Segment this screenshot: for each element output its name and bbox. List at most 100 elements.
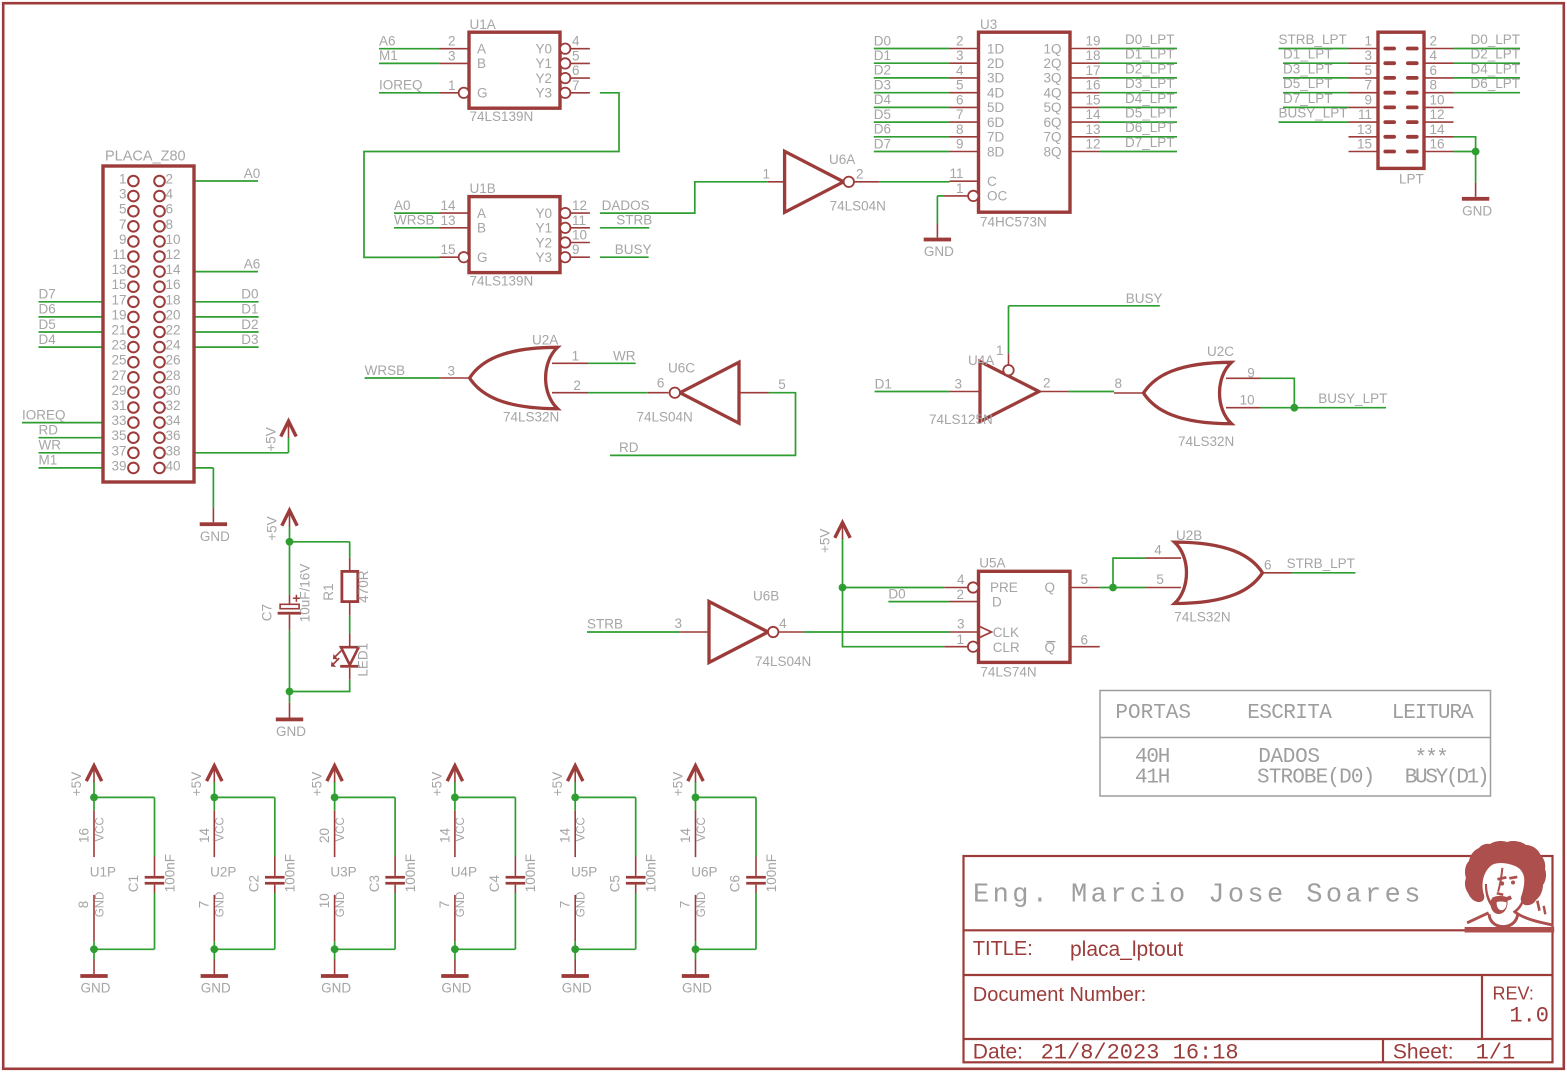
- svg-text:D4: D4: [874, 92, 892, 107]
- svg-text:8: 8: [1114, 376, 1122, 391]
- svg-text:41H: 41H: [1135, 767, 1170, 790]
- svg-text:40: 40: [166, 458, 181, 473]
- svg-text:12: 12: [572, 198, 587, 213]
- svg-text:VCC: VCC: [696, 817, 708, 841]
- svg-text:Y0: Y0: [535, 206, 552, 221]
- svg-text:36: 36: [166, 428, 181, 443]
- svg-text:Eng. Marcio Jose Soares: Eng. Marcio Jose Soares: [973, 881, 1424, 911]
- svg-text:D2_LPT: D2_LPT: [1125, 61, 1175, 76]
- svg-text:12: 12: [1430, 107, 1445, 122]
- svg-text:STROBE(D0): STROBE(D0): [1257, 767, 1375, 790]
- svg-text:22: 22: [166, 323, 181, 338]
- svg-text:14: 14: [678, 827, 693, 843]
- svg-text:4: 4: [779, 616, 787, 631]
- svg-text:BUSY(D1): BUSY(D1): [1405, 767, 1490, 790]
- svg-text:34: 34: [166, 413, 182, 428]
- svg-text:100nF: 100nF: [764, 854, 779, 892]
- svg-text:U6A: U6A: [829, 152, 855, 167]
- svg-text:20: 20: [166, 307, 181, 322]
- svg-text:6: 6: [1430, 63, 1438, 78]
- svg-text:2: 2: [448, 34, 456, 49]
- svg-text:17: 17: [111, 292, 126, 307]
- svg-text:M1: M1: [39, 453, 58, 468]
- svg-text:3: 3: [119, 187, 127, 202]
- svg-text:11: 11: [1358, 107, 1372, 122]
- svg-text:5: 5: [1156, 572, 1164, 587]
- svg-text:GND: GND: [94, 892, 106, 918]
- svg-text:D1: D1: [241, 302, 258, 317]
- svg-text:CLR: CLR: [993, 640, 1020, 655]
- svg-text:4: 4: [166, 187, 174, 202]
- svg-text:2: 2: [856, 167, 864, 182]
- svg-text:D7_LPT: D7_LPT: [1283, 91, 1333, 106]
- svg-text:11: 11: [949, 166, 963, 181]
- svg-text:GND: GND: [200, 529, 230, 544]
- svg-text:Y3: Y3: [535, 86, 552, 101]
- svg-text:35: 35: [111, 428, 126, 443]
- svg-text:1D: 1D: [987, 41, 1005, 56]
- svg-text:3D: 3D: [987, 71, 1005, 86]
- svg-text:5: 5: [778, 377, 786, 392]
- svg-text:1: 1: [448, 78, 456, 93]
- svg-text:WRSB: WRSB: [365, 363, 406, 378]
- svg-text:21: 21: [111, 323, 126, 338]
- svg-text:16: 16: [166, 277, 181, 292]
- svg-text:U1P: U1P: [90, 865, 116, 880]
- svg-text:U3P: U3P: [330, 865, 356, 880]
- svg-text:39: 39: [111, 458, 126, 473]
- svg-text:7: 7: [956, 107, 964, 122]
- svg-text:placa_lptout: placa_lptout: [1070, 938, 1183, 961]
- svg-text:13: 13: [1086, 122, 1101, 137]
- svg-text:15: 15: [440, 242, 455, 257]
- svg-text:+5V: +5V: [69, 772, 84, 796]
- svg-text:4D: 4D: [987, 86, 1005, 101]
- svg-text:4: 4: [957, 572, 965, 587]
- svg-text:1: 1: [572, 349, 580, 364]
- svg-text:2D: 2D: [987, 56, 1005, 71]
- svg-text:U3: U3: [980, 17, 997, 32]
- svg-text:8: 8: [76, 901, 91, 909]
- svg-text:D0: D0: [874, 33, 891, 48]
- svg-text:5: 5: [1080, 572, 1088, 587]
- svg-text:15: 15: [1357, 137, 1372, 152]
- svg-text:G: G: [477, 250, 488, 265]
- svg-text:10uF/16V: 10uF/16V: [297, 564, 312, 623]
- svg-text:18: 18: [166, 292, 181, 307]
- svg-text:+5V: +5V: [263, 427, 278, 451]
- svg-text:D2_LPT: D2_LPT: [1470, 47, 1520, 62]
- svg-text:CLK: CLK: [993, 625, 1019, 640]
- svg-text:6: 6: [956, 92, 964, 107]
- svg-text:Y2: Y2: [535, 235, 552, 250]
- svg-text:PRE: PRE: [990, 580, 1018, 595]
- svg-text:7: 7: [119, 217, 127, 232]
- svg-text:100nF: 100nF: [162, 854, 177, 892]
- svg-text:3Q: 3Q: [1043, 71, 1061, 86]
- svg-text:74LS139N: 74LS139N: [470, 109, 534, 124]
- svg-text:7: 7: [572, 78, 580, 93]
- svg-text:Document Number:: Document Number:: [973, 984, 1146, 1006]
- svg-text:Y2: Y2: [535, 71, 552, 86]
- svg-text:7: 7: [678, 901, 693, 909]
- svg-text:Y1: Y1: [535, 221, 552, 236]
- svg-text:GND: GND: [441, 981, 471, 996]
- svg-text:7: 7: [437, 901, 452, 909]
- svg-text:6: 6: [1264, 557, 1272, 572]
- svg-text:BUSY_LPT: BUSY_LPT: [1279, 106, 1348, 121]
- svg-text:D6_LPT: D6_LPT: [1125, 120, 1175, 135]
- svg-text:14: 14: [1430, 122, 1446, 137]
- svg-text:3: 3: [956, 48, 964, 63]
- svg-text:GND: GND: [562, 981, 592, 996]
- svg-text:VCC: VCC: [455, 817, 467, 841]
- svg-text:D0_LPT: D0_LPT: [1125, 32, 1175, 47]
- svg-text:15: 15: [111, 277, 126, 292]
- svg-text:14: 14: [1086, 107, 1102, 122]
- svg-text:74LS04N: 74LS04N: [755, 654, 811, 669]
- svg-text:D4: D4: [39, 332, 57, 347]
- svg-text:14: 14: [166, 262, 182, 277]
- svg-text:1: 1: [1364, 34, 1372, 49]
- svg-text:10: 10: [1240, 393, 1255, 408]
- svg-text:+5V: +5V: [817, 529, 832, 553]
- svg-text:Q: Q: [1044, 640, 1055, 655]
- svg-text:+5V: +5V: [264, 516, 279, 540]
- svg-text:74LS32N: 74LS32N: [1178, 434, 1234, 449]
